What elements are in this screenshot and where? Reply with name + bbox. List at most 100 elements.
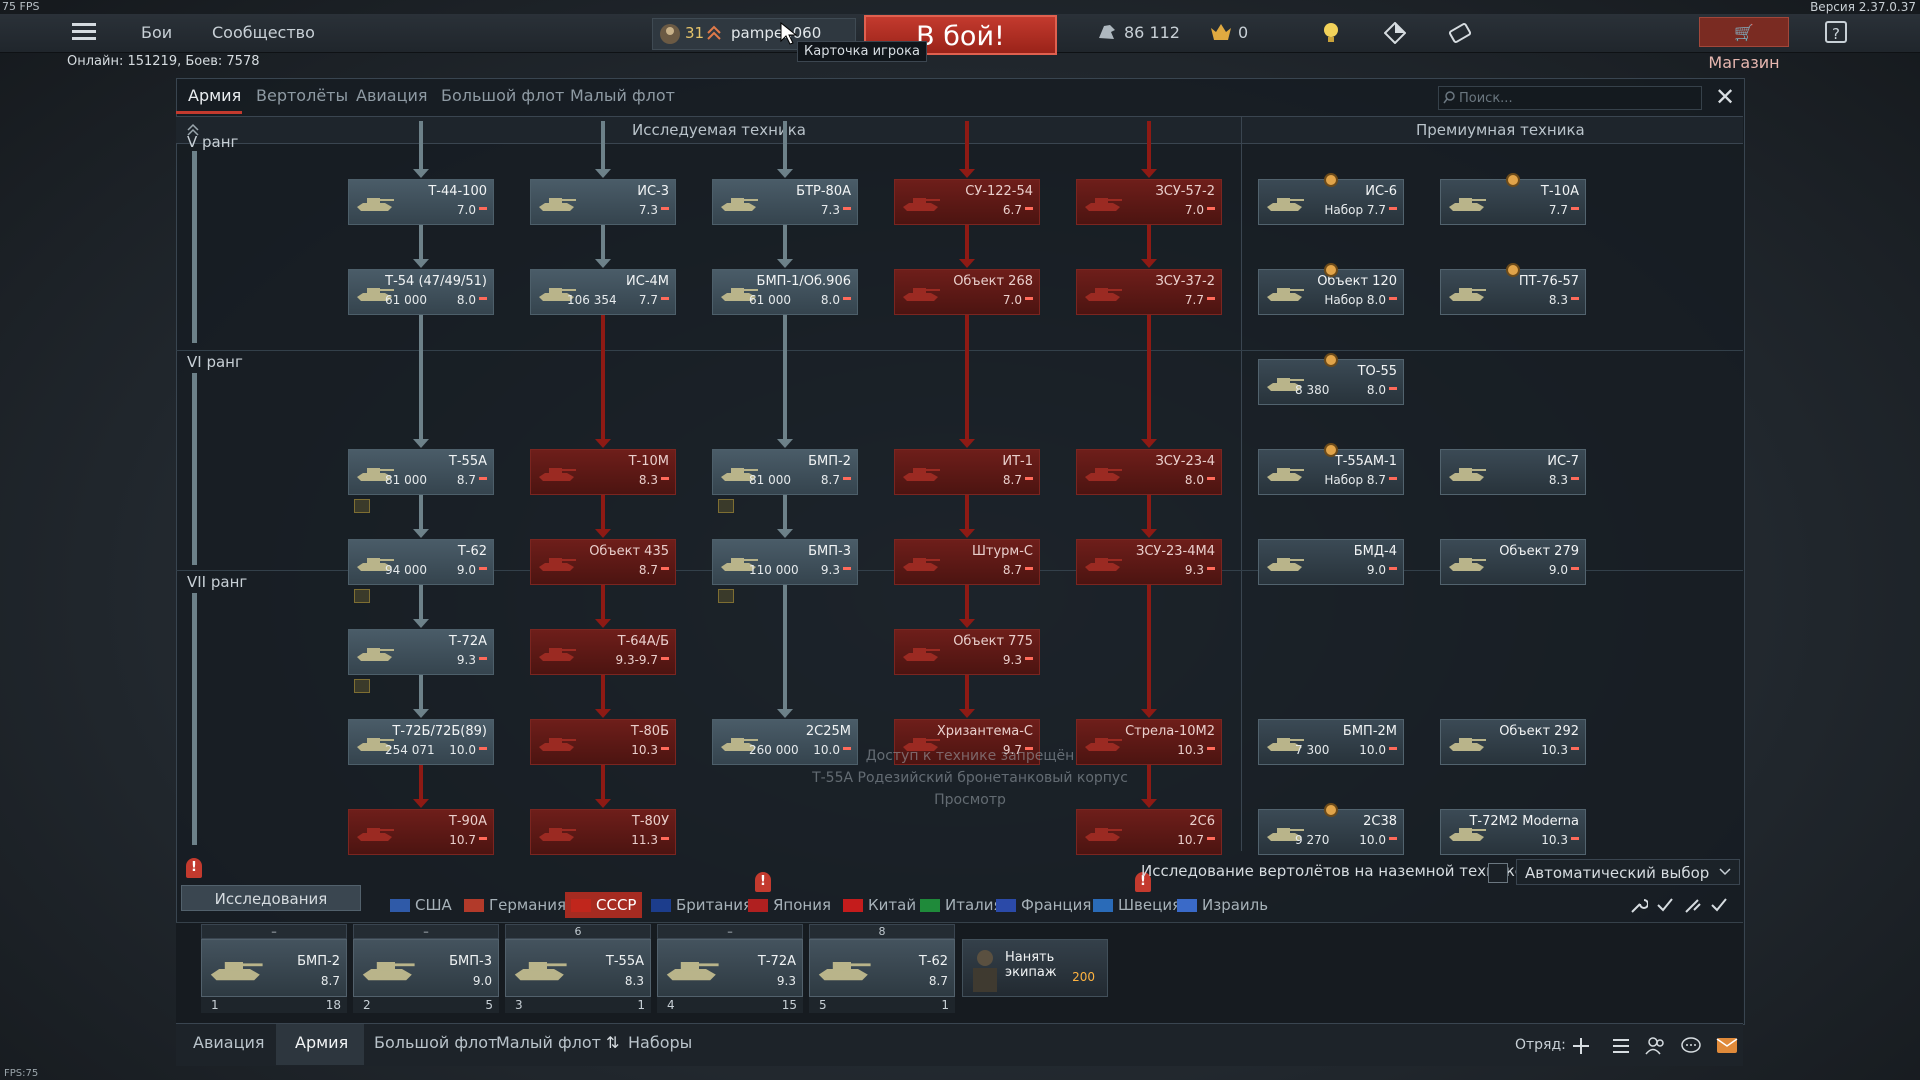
nation-tab[interactable]: СССР: [565, 892, 643, 918]
nation-tab[interactable]: Израиль: [1177, 892, 1268, 918]
warning-icon[interactable]: !: [186, 858, 202, 878]
nation-tab[interactable]: Франция: [996, 892, 1091, 918]
bottom-tab-coastal-fleet[interactable]: Малый флот: [496, 1033, 601, 1052]
tab-aviation[interactable]: Авиация: [356, 86, 428, 105]
tab-army[interactable]: Армия: [188, 86, 242, 105]
to-battle-button[interactable]: В бой!: [864, 15, 1057, 55]
crew-slot[interactable]: – БМП-3 9.0 2 5: [353, 924, 499, 1018]
research-button[interactable]: Исследования: [181, 885, 361, 911]
rank-label[interactable]: VII ранг: [187, 573, 248, 591]
bottom-tab-packs[interactable]: Наборы: [628, 1033, 693, 1052]
shop-button[interactable]: 🛒Магазин: [1699, 17, 1789, 72]
add-squad-icon[interactable]: [1570, 1035, 1592, 1055]
rank-label[interactable]: VI ранг: [187, 353, 243, 371]
menu-icon[interactable]: [72, 23, 96, 41]
heli-research-checkbox[interactable]: [1488, 863, 1508, 883]
lightbulb-icon[interactable]: [1322, 22, 1340, 44]
warning-icon[interactable]: !: [755, 872, 771, 892]
repair-all-icon[interactable]: [1684, 896, 1702, 914]
nation-tab[interactable]: США: [390, 892, 452, 918]
bottom-tab-army[interactable]: Армия: [295, 1033, 349, 1052]
bottom-tab-bluewater-fleet[interactable]: Большой флот: [374, 1033, 498, 1052]
rank-label[interactable]: V ранг: [187, 133, 239, 151]
slot-vehicle-card[interactable]: Т-62 8.7: [809, 939, 955, 997]
bottom-tab-aviation[interactable]: Авиация: [193, 1033, 265, 1052]
auto-select-dropdown[interactable]: Автоматический выбор: [1516, 859, 1740, 885]
slot-vehicle-card[interactable]: БМП-3 9.0: [353, 939, 499, 997]
friends-icon[interactable]: [1645, 1035, 1667, 1055]
nation-tab[interactable]: Швеция: [1093, 892, 1181, 918]
search-input[interactable]: Поиск...: [1438, 86, 1702, 110]
check-icon[interactable]: [1656, 896, 1674, 914]
crew-slot[interactable]: – БМП-2 8.7 1 18: [201, 924, 347, 1018]
nation-tab[interactable]: Италия: [920, 892, 1003, 918]
check-icon[interactable]: [1710, 896, 1728, 914]
slot-vehicle-card[interactable]: Т-55А 8.3: [505, 939, 651, 997]
list-icon[interactable]: [1610, 1035, 1632, 1055]
slot-vehicle-card[interactable]: БМП-2 8.7: [201, 939, 347, 997]
wrench-icon[interactable]: [1630, 896, 1648, 914]
coupon-icon[interactable]: [1448, 22, 1472, 44]
collapse-all-icon[interactable]: [186, 123, 200, 137]
hire-crew-button[interactable]: Нанять экипаж 200: [962, 939, 1108, 997]
mail-icon[interactable]: [1716, 1035, 1738, 1055]
nation-tab[interactable]: Япония: [748, 892, 831, 918]
close-icon[interactable]: ✕: [1715, 83, 1736, 111]
slot-vehicle-card[interactable]: Т-72А 9.3: [657, 939, 803, 997]
nation-tab[interactable]: Китай: [843, 892, 916, 918]
community-menu[interactable]: Сообщество: [212, 23, 315, 42]
crew-slot[interactable]: 8 Т-62 8.7 5 1: [809, 924, 955, 1018]
crew-slot[interactable]: 6 Т-55А 8.3 3 1: [505, 924, 651, 1018]
battles-menu[interactable]: Бои: [141, 23, 173, 42]
warning-icon[interactable]: !: [1135, 872, 1151, 892]
chat-icon[interactable]: [1680, 1035, 1702, 1055]
preview-link[interactable]: Просмотр: [934, 792, 1006, 808]
nation-tab[interactable]: Германия: [464, 892, 566, 918]
nation-tab[interactable]: Британия: [651, 892, 752, 918]
tab-helicopters[interactable]: Вертолёты: [256, 86, 349, 105]
marketplace-icon[interactable]: [1384, 22, 1406, 44]
tab-coastal-fleet[interactable]: Малый флот: [570, 86, 675, 105]
crew-slot[interactable]: – Т-72А 9.3 4 15: [657, 924, 803, 1018]
tab-bluewater-fleet[interactable]: Большой флот: [441, 86, 565, 105]
